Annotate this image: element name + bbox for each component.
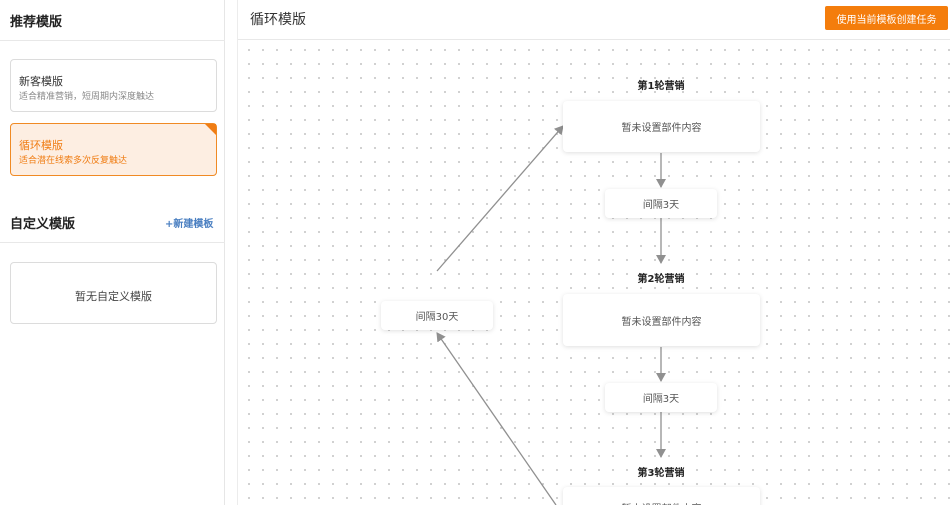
template-card-desc: 适合精准营销，短周期内深度触达 bbox=[19, 92, 155, 102]
selected-corner-flag bbox=[205, 124, 216, 135]
divider bbox=[0, 40, 225, 41]
divider bbox=[0, 242, 225, 243]
sidebar: 推荐模版 新客模版 适合精准营销，短周期内深度触达 循环模版 适合潜在线索多次反… bbox=[0, 0, 225, 505]
interval-node[interactable]: 间隔3天 bbox=[605, 383, 717, 412]
new-template-link[interactable]: +新建模板 bbox=[165, 219, 214, 230]
loop-arrow bbox=[436, 125, 564, 272]
page-title: 循环模版 bbox=[250, 12, 306, 28]
round-content-node[interactable]: 暂未设置部件内容 bbox=[563, 101, 760, 152]
recommended-section-title: 推荐模版 bbox=[10, 15, 63, 30]
template-card-title: 循环模版 bbox=[19, 139, 63, 152]
round-content-node[interactable]: 暂未设置部件内容 bbox=[563, 487, 760, 505]
empty-state-text: 暂无自定义模版 bbox=[75, 290, 152, 303]
loop-interval-node[interactable]: 间隔30天 bbox=[381, 301, 493, 330]
flow-connectors bbox=[436, 125, 666, 505]
flow-canvas[interactable]: 第1轮营销 暂未设置部件内容 间隔3天 第2轮营销 暂未设置部件内容 间隔3天 … bbox=[238, 41, 950, 505]
main-panel: 循环模版 使用当前模板创建任务 bbox=[237, 0, 950, 505]
loop-arrow bbox=[436, 332, 557, 505]
template-card-title: 新客模版 bbox=[19, 75, 63, 88]
interval-node[interactable]: 间隔3天 bbox=[605, 189, 717, 218]
template-card-loop[interactable]: 循环模版 适合潜在线索多次反复触达 bbox=[10, 123, 217, 176]
round-content-node[interactable]: 暂未设置部件内容 bbox=[563, 294, 760, 346]
template-card-desc: 适合潜在线索多次反复触达 bbox=[19, 156, 128, 166]
round-label: 第2轮营销 bbox=[637, 274, 685, 285]
custom-section-title: 自定义模版 bbox=[10, 217, 76, 232]
create-task-button[interactable]: 使用当前模板创建任务 bbox=[825, 6, 948, 30]
main-header: 循环模版 使用当前模板创建任务 bbox=[238, 0, 950, 40]
template-card-new-customer[interactable]: 新客模版 适合精准营销，短周期内深度触达 bbox=[10, 59, 217, 112]
round-label: 第3轮营销 bbox=[637, 468, 685, 479]
custom-templates-empty-box: 暂无自定义模版 bbox=[10, 262, 217, 324]
round-label: 第1轮营销 bbox=[637, 81, 685, 92]
